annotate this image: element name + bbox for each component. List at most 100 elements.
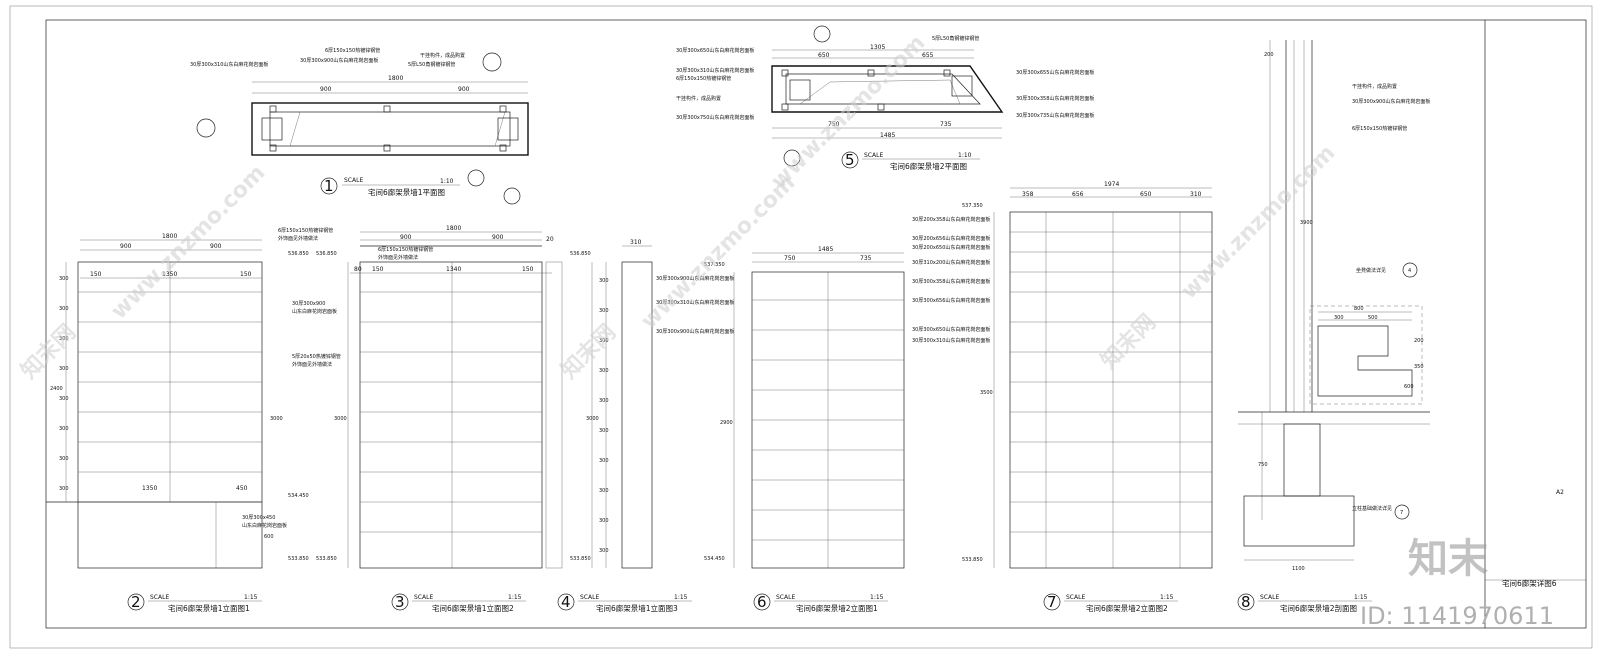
elev4-row-dim-1: 300 (599, 278, 609, 284)
elevation-2: 1800 900 900 150 1350 150 1350 450 300 3… (46, 227, 341, 569)
elev2-note-3: 30厚300x900 (292, 301, 325, 307)
view3-number: 3 (395, 593, 405, 611)
elev2-row-dim-4: 300 (59, 366, 69, 372)
elev3-dim-150b: 150 (522, 266, 534, 273)
inner-frame (45, 19, 1587, 629)
view7-scale: 1:15 (1160, 594, 1174, 601)
plan-1: 1800 900 900 30厚300x310山东白麻花岗岩面板 6厚150x1… (190, 47, 529, 205)
plan5-hatch (799, 79, 961, 105)
plan1-hatch (289, 111, 506, 147)
plan1-bolt-1 (269, 105, 277, 113)
elev3-dim-80: 80 (354, 266, 362, 273)
plan1-bolt-3 (499, 105, 507, 113)
elev7-dim-1: 358 (1022, 191, 1034, 198)
elev7-note-7: 30厚300x650山东白麻花岗岩面板 (912, 326, 990, 333)
view-label-3: 3 SCALE 1:15 宅间6廊架景墙1立面图2 (391, 593, 526, 613)
view-label-4: 4 SCALE 1:15 宅间6廊架景墙1立面图3 (557, 593, 692, 613)
view-label-2: 2 SCALE 1:15 宅间6廊架景墙1立面图1 (127, 593, 262, 613)
plan5-bolt-4 (781, 103, 789, 111)
plan1-note-4: 干挂构件，成品购置 (420, 52, 465, 59)
plan1-post-left (261, 117, 283, 141)
elev2-dim-150a: 150 (90, 271, 102, 278)
elev2-row-dim-7: 300 (59, 456, 69, 462)
elev4-row-dim-8: 300 (599, 488, 609, 494)
plan1-section-marker-bottom (467, 169, 485, 187)
sec8-ref-circle-b (1394, 504, 1410, 520)
elev2-dim-left: 900 (120, 243, 132, 250)
elev3-dim-150a: 150 (372, 266, 384, 273)
elev4-row-dim-6: 300 (599, 428, 609, 434)
sec8-dim-350: 350 (1414, 364, 1424, 370)
elev4-panel (621, 261, 653, 569)
elev2-elev-bottom: 533.850 (288, 556, 309, 562)
plan1-section-marker-right (503, 187, 521, 205)
view-label-8: 8 SCALE 1:15 宅间6廊架景墙2剖面图 (1237, 593, 1372, 613)
elev3-dim-left: 900 (400, 234, 412, 241)
elev2-note-6: 外饰面见外墙做法 (292, 361, 332, 368)
elev7-note-8: 30厚300x310山东白麻花岗岩面板 (912, 337, 990, 344)
paper-size: A2 (1556, 489, 1564, 496)
elev2-row-dim-8: 300 (59, 486, 69, 492)
elev4-row-dim-3: 300 (599, 338, 609, 344)
watermark-id: ID: 1141970611 (1360, 602, 1554, 630)
view2-number-circle (127, 593, 145, 611)
elev7-note-5: 30厚300x358山东白麻花岗岩面板 (912, 278, 990, 285)
plan5-core (785, 73, 981, 105)
view5-title: 宅间6廊架景墙2平面图 (890, 161, 967, 171)
elev4-row-dim-10: 300 (599, 548, 609, 554)
plan5-dim-a: 650 (818, 52, 830, 59)
view4-title: 宅间6廊架景墙1立面图3 (596, 603, 678, 613)
sec8-dim-500: 500 (1368, 315, 1378, 321)
elev3-dim-total: 1800 (446, 225, 461, 232)
elev7-note-1: 30厚200x358山东白麻花岗岩面板 (912, 216, 990, 223)
view1-title: 宅间6廊架景墙1平面图 (368, 187, 445, 197)
elev7-dim-4: 310 (1190, 191, 1202, 198)
elev2-note-4: 山东白麻花岗岩面板 (292, 308, 337, 315)
sec8-note-5: 立柱基础做法详见 (1352, 505, 1392, 512)
view6-number: 6 (757, 593, 767, 611)
elev3-dim-right: 900 (492, 234, 504, 241)
elev6-note-3: 30厚300x900山东白麻花岗岩面板 (656, 328, 734, 335)
elev7-note-6: 30厚300x656山东白麻花岗岩面板 (912, 297, 990, 304)
sec8-note-1: 干挂构件，成品购置 (1352, 83, 1397, 90)
view-label-6: 6 SCALE 1:15 宅间6廊架景墙2立面图1 (753, 593, 888, 613)
sec8-bench (1317, 325, 1413, 397)
view-label-7: 7 SCALE 1:15 宅间6廊架景墙2立面图2 (1043, 593, 1178, 613)
view3-title: 宅间6廊架景墙1立面图2 (432, 603, 514, 613)
plan5-outline (771, 65, 1004, 113)
view8-scale: 1:15 (1354, 594, 1368, 601)
view2-title: 宅间6廊架景墙1立面图1 (168, 603, 250, 613)
view4-scale-word: SCALE (580, 594, 599, 601)
sec8-dim-750: 750 (1258, 462, 1268, 468)
sec8-note-3: 6厚150x150热镀锌钢管 (1352, 125, 1407, 132)
plan5-note-l2: 30厚300x310山东白麻花岗岩面板 (676, 67, 754, 74)
elev6-elev-top: 537.350 (704, 262, 725, 268)
elev3-height: 3000 (334, 416, 347, 422)
plan5-bolt-5 (877, 103, 885, 111)
elev7-dim-total: 1974 (1104, 181, 1119, 188)
plan1-dim-total: 1800 (388, 75, 403, 82)
plan1-bolt-4 (269, 144, 277, 152)
plan1-note-5: 5厚L50角钢镀锌钢管 (408, 61, 455, 68)
elev6-height: 2900 (720, 420, 733, 426)
elev2-height: 2400 (50, 386, 63, 392)
plan5-dim-b: 655 (922, 52, 934, 59)
sec8-ref-b: 7 (1400, 510, 1403, 516)
elev3-side-hatch (545, 261, 563, 569)
elev4-row-dim-7: 300 (599, 458, 609, 464)
watermark-logo-3: 知末网 (1096, 309, 1161, 374)
plan5-note-l1: 30厚300x650山东白麻花岗岩面板 (676, 47, 754, 54)
watermark-site-4: www.znzmo.com (1177, 140, 1341, 304)
elevation-6: 1485 750 735 2900 537.350 534.450 30厚300… (656, 246, 905, 569)
elev2-dim-total: 1800 (162, 233, 177, 240)
plan1-dim-left: 900 (320, 86, 332, 93)
view6-scale-word: SCALE (776, 594, 795, 601)
view6-scale: 1:15 (870, 594, 884, 601)
elev4-row-dim-9: 300 (599, 518, 609, 524)
plan5-post-left (789, 79, 811, 101)
elev6-note-1: 30厚300x900山东白麻花岗岩面板 (656, 275, 734, 282)
view4-number: 4 (561, 593, 571, 611)
elev2-note-8: 山东白麻花岗岩面板 (242, 522, 287, 529)
